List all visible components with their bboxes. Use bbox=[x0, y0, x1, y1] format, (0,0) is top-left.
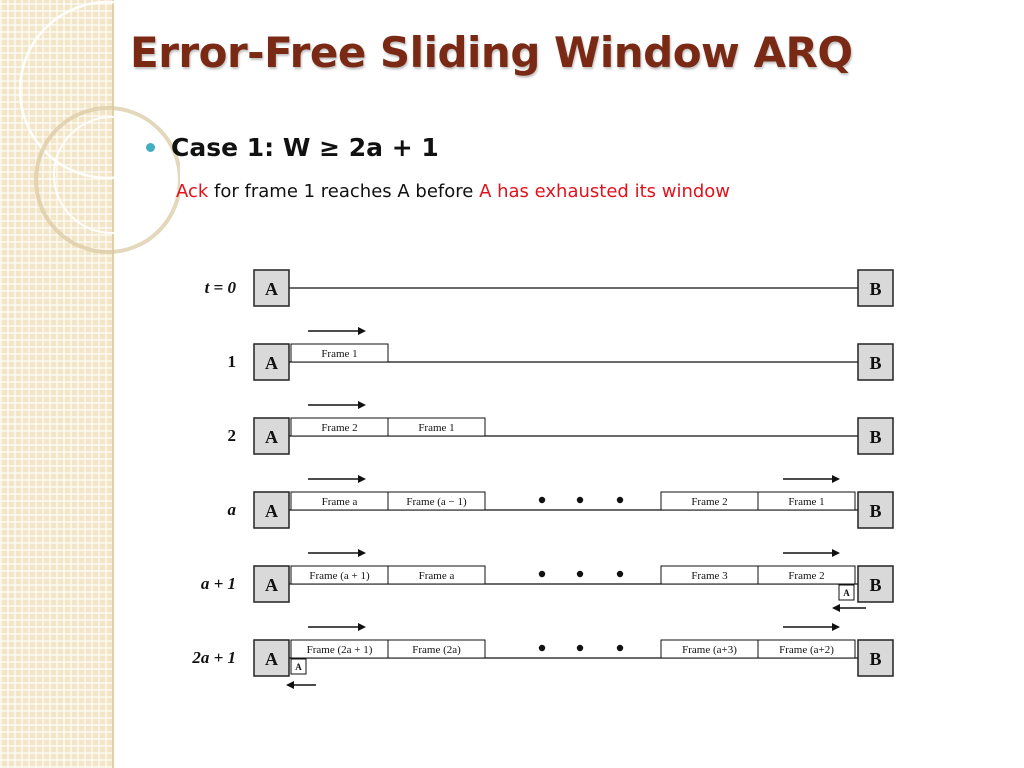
ack-box bbox=[838, 584, 855, 601]
ack-box bbox=[290, 658, 307, 675]
station-b-label: B bbox=[869, 427, 881, 447]
station-b-box bbox=[857, 639, 894, 677]
frame-label: Frame a bbox=[419, 570, 455, 582]
slide-title: Error-Free Sliding Window ARQ bbox=[130, 28, 853, 77]
ellipsis-dot bbox=[576, 496, 584, 504]
ack-arrowhead bbox=[286, 681, 294, 689]
frame-label: Frame (a + 1) bbox=[309, 570, 370, 582]
station-a-box bbox=[253, 565, 290, 603]
bullet-dot-icon bbox=[146, 143, 155, 152]
frame-arrowhead bbox=[358, 549, 366, 557]
frame-box bbox=[387, 565, 486, 585]
frame-box bbox=[757, 491, 856, 511]
timeline-row: 2a + 1 A B Frame (2a + 1) Frame (2a) Frame (a… bbox=[191, 623, 894, 677]
frame-label: Frame (a − 1) bbox=[406, 496, 467, 508]
subline-tail: A has exhausted its window bbox=[479, 181, 731, 202]
decorative-arcs bbox=[18, 0, 180, 254]
frame-label: Frame 2 bbox=[788, 570, 824, 582]
frame-arrowhead bbox=[358, 475, 366, 483]
bullet-case1: Case 1: W ≥ 2a + 1 bbox=[146, 133, 439, 162]
frame-label: Frame 2 bbox=[321, 422, 357, 434]
frame-box bbox=[757, 565, 856, 585]
bullet-text: Case 1: W ≥ 2a + 1 bbox=[171, 133, 439, 162]
frame-label: Frame (a+2) bbox=[779, 644, 834, 656]
frame-label: Frame a bbox=[322, 496, 358, 508]
timeline-row: 1 A B Frame 1 bbox=[228, 327, 894, 381]
ellipsis-dot bbox=[616, 570, 624, 578]
station-b-label: B bbox=[869, 649, 881, 669]
frame-label: Frame (a+3) bbox=[682, 644, 737, 656]
station-b-label: B bbox=[869, 353, 881, 373]
frame-box bbox=[387, 491, 486, 511]
station-a-box bbox=[253, 269, 290, 307]
station-a-label: A bbox=[265, 279, 278, 299]
time-label: 2a + 1 bbox=[191, 648, 236, 667]
timeline-row: 2 A B Frame 2 Frame 1 bbox=[228, 401, 894, 455]
time-label: t = 0 bbox=[205, 278, 237, 297]
ellipsis-dot bbox=[576, 644, 584, 652]
station-a-box bbox=[253, 639, 290, 677]
time-label: a + 1 bbox=[201, 574, 236, 593]
ellipsis-dot bbox=[576, 570, 584, 578]
ellipsis-dot bbox=[616, 644, 624, 652]
station-a-box bbox=[253, 417, 290, 455]
ellipsis-dot bbox=[538, 644, 546, 652]
station-b-box bbox=[857, 491, 894, 529]
frame-arrowhead bbox=[832, 475, 840, 483]
subline-middle: for frame 1 reaches A before bbox=[208, 181, 480, 202]
time-label: 1 bbox=[228, 352, 237, 371]
frame-box bbox=[290, 343, 389, 363]
frame-arrowhead bbox=[358, 623, 366, 631]
ellipsis-dot bbox=[538, 496, 546, 504]
station-a-label: A bbox=[265, 575, 278, 595]
station-a-label: A bbox=[265, 427, 278, 447]
frame-arrowhead bbox=[358, 401, 366, 409]
timeline-row: a + 1 A B Frame (a + 1) Frame a Frame 3 Frame … bbox=[201, 549, 894, 603]
station-b-box bbox=[857, 269, 894, 307]
frame-arrowhead bbox=[358, 327, 366, 335]
frame-box bbox=[387, 417, 486, 437]
ellipsis-dot bbox=[538, 570, 546, 578]
time-label: 2 bbox=[228, 426, 237, 445]
ellipsis-dot bbox=[616, 496, 624, 504]
frame-box bbox=[757, 639, 856, 659]
ack-arrowhead bbox=[832, 604, 840, 612]
ack-label: A bbox=[843, 588, 850, 598]
frame-box bbox=[387, 639, 486, 659]
station-a-label: A bbox=[265, 501, 278, 521]
timeline-row: a A B Frame a Frame (a − 1) Frame 2 Frame 1 bbox=[228, 475, 894, 529]
station-b-box bbox=[857, 417, 894, 455]
station-a-label: A bbox=[265, 353, 278, 373]
ack-label: A bbox=[295, 662, 302, 672]
time-label: a bbox=[228, 500, 237, 519]
frame-label: Frame 1 bbox=[321, 348, 357, 360]
frame-arrowhead bbox=[832, 549, 840, 557]
frame-label: Frame 2 bbox=[691, 496, 727, 508]
frame-arrowhead bbox=[832, 623, 840, 631]
station-a-label: A bbox=[265, 649, 278, 669]
station-b-label: B bbox=[869, 575, 881, 595]
subline-ack: Ack bbox=[176, 181, 209, 202]
frame-label: Frame (2a) bbox=[412, 644, 461, 656]
station-a-box bbox=[253, 491, 290, 529]
frame-label: Frame (2a + 1) bbox=[307, 644, 373, 656]
station-a-box bbox=[253, 343, 290, 381]
frame-label: Frame 3 bbox=[691, 570, 728, 582]
timeline-row: t = 0 A B bbox=[205, 269, 894, 307]
station-b-box bbox=[857, 343, 894, 381]
frame-label: Frame 1 bbox=[788, 496, 824, 508]
subline: Ack for frame 1 reaches A before A has e… bbox=[176, 181, 730, 202]
station-b-label: B bbox=[869, 279, 881, 299]
frame-label: Frame 1 bbox=[418, 422, 454, 434]
station-b-label: B bbox=[869, 501, 881, 521]
station-b-box bbox=[857, 565, 894, 603]
